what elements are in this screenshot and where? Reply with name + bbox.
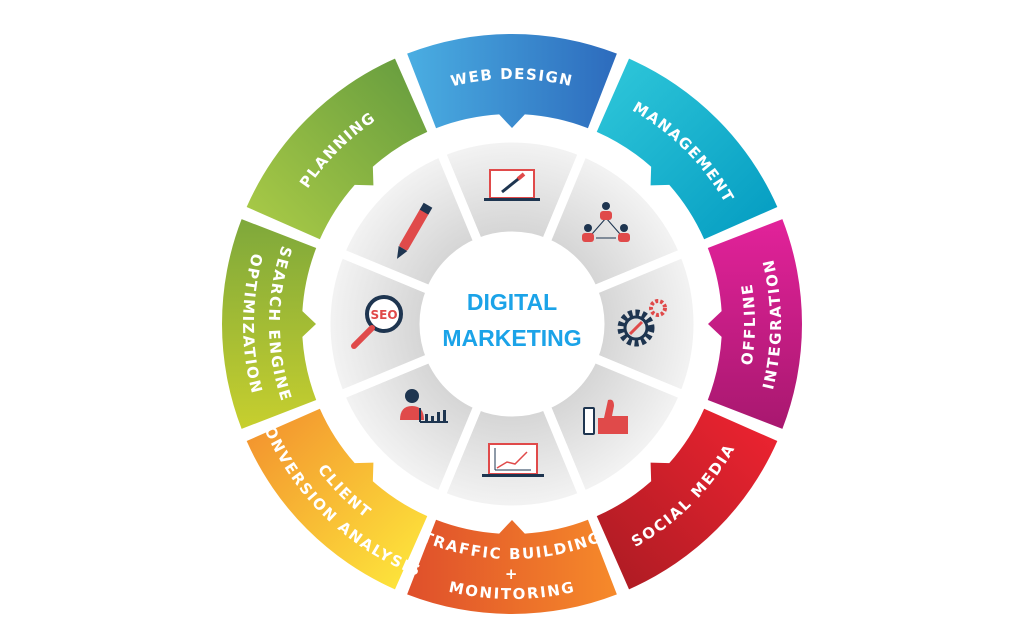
segment-client-conversion-analysis	[246, 408, 428, 590]
segment-planning	[246, 58, 428, 240]
laptop-chart-icon	[482, 443, 544, 477]
center-title-line2: MARKETING	[442, 325, 581, 351]
center-circle	[424, 236, 600, 412]
segment-offline-integration	[707, 219, 802, 429]
seo-icon-text: SEO	[370, 308, 397, 322]
segment-traffic-building-monitoring	[407, 519, 617, 614]
segment-social-media	[596, 408, 778, 590]
segment-search-engine-optimization	[222, 219, 317, 429]
gears-wrench-icon	[617, 299, 667, 347]
segment-label-line: OFFLINE	[738, 282, 758, 367]
colored-ring: WEB DESIGNMANAGEMENTOFFLINEINTEGRATIONSO…	[222, 33, 802, 614]
segment-management	[596, 58, 778, 240]
segment-label-line: +	[505, 565, 518, 583]
seo-magnifier-icon: SEO	[351, 295, 403, 349]
pen-icon	[397, 202, 433, 259]
thumbs-up-phone-icon	[583, 399, 628, 435]
laptop-pen-icon	[484, 169, 540, 201]
segment-label-offline-integration: OFFLINE	[738, 282, 759, 367]
person-bar-chart-icon	[400, 389, 448, 423]
center-title-line1: DIGITAL	[467, 289, 557, 315]
segment-web-design	[407, 33, 617, 129]
team-network-icon	[582, 202, 630, 242]
segment-label-traffic-building-monitoring: +	[505, 565, 519, 583]
